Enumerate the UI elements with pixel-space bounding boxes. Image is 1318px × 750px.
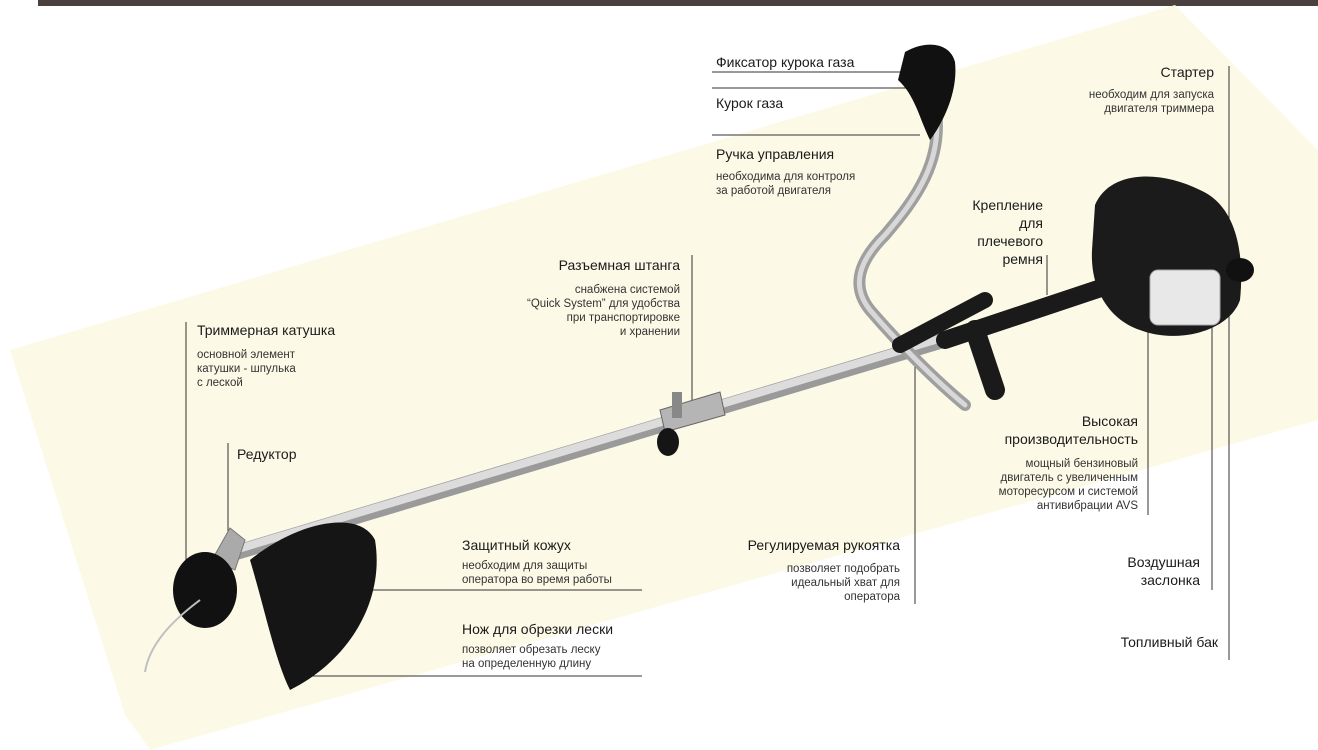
label-gearbox: Редуктор [237,446,297,462]
label-line-cutter: Нож для обрезки лески [462,621,614,637]
desc-control-handle: необходима для контроля за работой двига… [716,171,856,197]
guard-shield [250,522,377,690]
engine [1091,176,1254,336]
bike-handle [853,99,1005,411]
desc-split-shaft: снабжена системой “Quick System” для удо… [527,284,680,338]
label-trimmer-head: Триммерная катушка [197,322,336,338]
label-guard: Защитный кожух [462,537,571,553]
label-control-handle: Ручка управления [716,146,835,162]
top-bar [38,0,1318,6]
desc-line-cutter: позволяет обрезать леску на определенную… [462,644,601,670]
desc-adjustable-handle: позволяет подобрать идеальный хват для о… [786,563,900,603]
drive-shaft [220,332,953,563]
cutting-head [144,527,246,673]
label-air-choke: Воздушная заслонка [1127,554,1200,588]
label-high-performance: Высокая производительность [1004,413,1138,447]
label-throttle-lock: Фиксатор курока газа [716,54,855,70]
grip-handle [898,44,956,140]
label-strap-mount: Крепление для плечевого ремня [972,197,1043,267]
desc-starter: необходим для запуска двигателя триммера [1088,89,1214,115]
desc-high-performance: мощный бензиновый двигатель с увеличенны… [998,458,1138,512]
desc-trimmer-head: основной элемент катушки - шпулька с лес… [197,349,296,389]
label-throttle-trigger: Курок газа [716,95,784,111]
desc-guard: необходим для защиты оператора во время … [462,560,612,586]
label-split-shaft: Разъемная штанга [558,257,680,273]
label-starter: Стартер [1160,64,1214,80]
label-adjustable-handle: Регулируемая рукоятка [747,537,900,553]
quick-system-coupling [657,391,726,456]
label-fuel-tank: Топливный бак [1120,634,1218,650]
